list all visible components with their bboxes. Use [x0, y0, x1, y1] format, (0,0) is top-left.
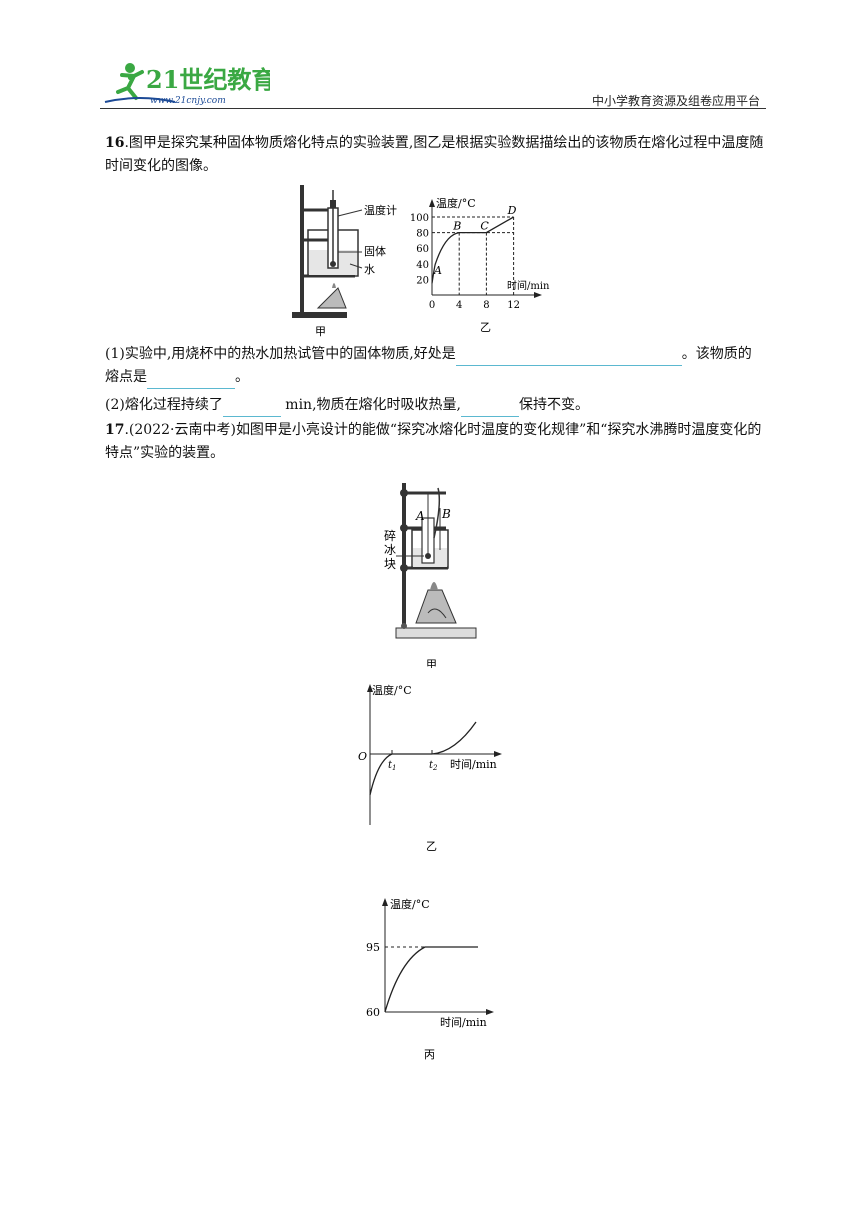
q17-yi-t1: t1 [388, 760, 397, 772]
q16-ytick-label: 20 [416, 275, 429, 286]
q16-stem: 16.图甲是探究某种固体物质熔化特点的实验装置,图乙是根据实验数据描绘出的该物质… [105, 132, 765, 178]
q16-guides [432, 216, 515, 295]
logo: 21世纪教育 www.21cnjy.com [104, 63, 270, 106]
answer-blank-1[interactable] [455, 349, 682, 366]
q16-xtick-label: 0 [429, 300, 435, 311]
q17-bing-ylabel: 温度/°C [390, 897, 430, 911]
logo-text: 21世纪教育 [146, 65, 270, 94]
q16-point-B: B [452, 220, 461, 233]
label-solid: 固体 [364, 244, 386, 258]
page-header: 21世纪教育 www.21cnjy.com 中小学教育资源及组卷应用平台 [100, 58, 766, 110]
answer-blank-4[interactable] [460, 400, 519, 417]
q16-part2-text-a: (2)熔化过程持续了 [105, 397, 223, 413]
q17-apparatus-figure: A B 碎 冰 块 甲 [384, 483, 477, 668]
q16-xtick-label: 8 [483, 300, 489, 311]
label-a: A [415, 509, 425, 523]
q17-yi-xlabel: 时间/min [450, 758, 497, 771]
q16-part2-text-c: 保持不变。 [518, 397, 589, 413]
label-water: 水 [364, 263, 375, 276]
q17-bing-xlabel: 时间/min [440, 1016, 487, 1029]
q16-ytick-label: 100 [410, 213, 429, 224]
q16-series-line [431, 216, 514, 284]
q16-number: 16 [105, 135, 125, 151]
label-ice-3: 块 [384, 557, 396, 571]
q16-stem-text: .图甲是探究某种固体物质熔化特点的实验装置,图乙是根据实验数据描绘出的该物质在熔… [105, 135, 764, 174]
label-thermometer: 温度计 [364, 203, 397, 217]
q16-part1-text-c: 。 [235, 369, 249, 385]
q16-y-ticks: 20 40 60 80 100 [410, 213, 429, 286]
q16-point-C: C [480, 220, 489, 233]
q16-ylabel: 温度/°C [436, 196, 476, 210]
runner-icon [104, 63, 176, 103]
q17-source: .(2022·云南中考) [124, 422, 236, 438]
q17-boiling-chart: 温度/°C 时间/min 95 60 丙 [366, 897, 494, 1061]
q16-point-A: A [433, 264, 442, 277]
q17-number: 17 [105, 422, 125, 438]
q16-xtick-label: 12 [507, 300, 520, 311]
answer-blank-2[interactable] [147, 372, 235, 389]
q16-apparatus-figure: 温度计 固体 水 甲 [292, 185, 397, 338]
label-ice-1: 碎 [384, 528, 396, 543]
platform-name: 中小学教育资源及组卷应用平台 [591, 94, 760, 108]
label-b: B [441, 507, 451, 521]
q17-yi-ylabel: 温度/°C [372, 683, 412, 697]
q17-ice-chart: 温度/°C 时间/min O t1 t2 乙 [358, 683, 502, 853]
q16-part1-text-a: (1)实验中,用烧杯中的热水加热试管中的固体物质,好处是 [105, 346, 456, 362]
caption-yi: 乙 [480, 321, 491, 334]
caption-q17-yi: 乙 [426, 840, 437, 853]
q16-ytick-label: 80 [416, 229, 429, 240]
caption-jia: 甲 [315, 325, 326, 338]
answer-blank-3[interactable] [222, 400, 281, 417]
q16-x-ticks: 0 4 8 12 [429, 300, 520, 311]
q17-bing-ybottom: 60 [366, 1006, 380, 1019]
q16-point-D: D [507, 204, 517, 217]
q16-part2-text-b: min,物质在熔化时吸收热量, [280, 397, 461, 413]
q17-bing-ytop: 95 [366, 941, 380, 954]
caption-q17-jia: 甲 [426, 658, 437, 668]
logo-url: www.21cnjy.com [150, 96, 226, 106]
q16-ytick-label: 40 [416, 260, 429, 271]
q16-part1-text-b: 。该物质的熔点是 [105, 346, 752, 385]
q17-stem: 17.(2022·云南中考)如图甲是小亮设计的能做“探究冰熔化时温度的变化规律”… [105, 419, 765, 465]
q16-xlabel: 时间/min [507, 279, 550, 292]
q17-yi-t2: t2 [429, 760, 438, 772]
q17-stem-text: 如图甲是小亮设计的能做“探究冰熔化时温度的变化规律”和“探究水沸腾时温度变化的特… [105, 422, 762, 461]
caption-q17-bing: 丙 [424, 1048, 435, 1061]
q16-point-labels: A B C D [433, 204, 517, 277]
header-divider [100, 108, 766, 109]
q16-melting-chart: 温度/°C 时间/min 20 40 60 80 100 0 4 8 12 A B C D 乙 [410, 196, 550, 334]
q16-ytick-label: 60 [416, 244, 429, 255]
q16-xtick-label: 4 [456, 300, 462, 311]
q16-part2: (2)熔化过程持续了 min,物质在熔化时吸收热量, 保持不变。 [105, 394, 765, 417]
q17-yi-origin: O [358, 750, 367, 763]
q16-part1: (1)实验中,用烧杯中的热水加热试管中的固体物质,好处是。该物质的熔点是。 [105, 343, 765, 389]
label-ice-2: 冰 [384, 543, 396, 557]
